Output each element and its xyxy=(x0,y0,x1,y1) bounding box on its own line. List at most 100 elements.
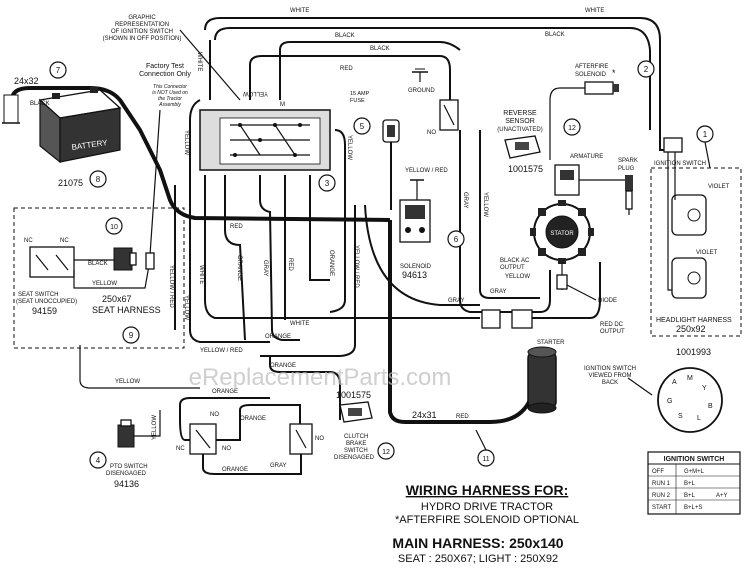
lbl-red-cable: RED xyxy=(456,414,469,420)
callout-7-num: 7 xyxy=(56,66,61,75)
pin-m: M xyxy=(687,375,693,382)
battery-part-number: 21075 xyxy=(58,178,83,188)
headlight-harness-label: HEADLIGHT HARNESS xyxy=(656,317,732,324)
lbl-orange-b3: ORANGE xyxy=(222,467,248,473)
ign-row0-pos: OFF xyxy=(652,469,664,475)
callout-6 xyxy=(447,230,465,248)
title-heading: WIRING HARNESS FOR: xyxy=(406,482,569,498)
lbl-white-1: WHITE xyxy=(196,52,202,71)
factory-test-l2: Connection Only xyxy=(139,71,191,78)
callout-9 xyxy=(122,326,140,344)
reverse-part: 1001575 xyxy=(508,164,543,174)
lbl-gray-4: GRAY xyxy=(490,289,507,295)
callout-12b-num: 12 xyxy=(382,449,390,456)
diode-body xyxy=(556,274,568,290)
callout-11 xyxy=(475,429,495,467)
ign-row3-conn: B+L+S xyxy=(684,505,702,511)
pto-switch xyxy=(117,419,135,448)
pin-s: S xyxy=(678,413,683,420)
title-line1: HYDRO DRIVE TRACTOR xyxy=(421,501,553,513)
lbl-gray-3: GRAY xyxy=(448,298,465,304)
relay-no-label: NO xyxy=(427,130,436,136)
lbl-orange-b5: ORANGE xyxy=(265,334,291,340)
pin-g: G xyxy=(667,398,672,405)
lbl-yellow-seat: YELLOW xyxy=(92,281,117,287)
pto-l2: DISENGAGED xyxy=(106,471,147,477)
reverse-l3: (UNACTIVATED) xyxy=(497,127,542,133)
ign-view-l1: IGNITION SWITCH xyxy=(584,366,636,372)
solenoid-part: 94613 xyxy=(402,270,427,280)
seat-connector xyxy=(113,247,137,271)
ign-top-yellow: YELLOW xyxy=(243,90,268,96)
stator-label: STATOR xyxy=(550,231,574,237)
orange-wire-1 xyxy=(259,175,300,341)
headlight-upper xyxy=(671,194,707,236)
black-wire-top xyxy=(214,27,651,51)
ign-label-m: M xyxy=(280,102,285,108)
lbl-gray-2: GRAY xyxy=(462,192,468,209)
title-sub: SEAT : 250X67; LIGHT : 250X92 xyxy=(398,553,558,565)
fuse-l1: 15 AMP xyxy=(350,91,370,97)
graphic-rep-l1: GRAPHIC xyxy=(128,15,156,21)
reverse-sensor xyxy=(504,135,541,159)
lbl-orange-1: ORANGE xyxy=(236,255,242,281)
black-ac-l2: OUTPUT xyxy=(500,265,525,271)
ign-row2-pos: RUN 2 xyxy=(652,493,671,499)
callout-1-num: 1 xyxy=(703,130,708,139)
factory-connector xyxy=(145,252,155,270)
watermark: eReplacementParts.com xyxy=(189,364,452,391)
lbl-yellow-2: YELLOW xyxy=(346,135,352,160)
seat-harness-label: SEAT HARNESS xyxy=(92,305,161,315)
lbl-white-top: WHITE xyxy=(290,8,309,14)
headlight-connector xyxy=(663,137,683,153)
starter-solenoid xyxy=(399,199,431,243)
armature-label: ARMATURE xyxy=(570,154,603,160)
callout-3-num: 3 xyxy=(325,179,330,188)
factory-note-l1: This Connector xyxy=(153,84,187,90)
harness-connector-2 xyxy=(511,309,533,329)
lbl-white-3: WHITE xyxy=(290,321,309,327)
bottom-switch-right xyxy=(289,423,313,455)
sw-nc-1: NC xyxy=(176,446,185,452)
orange-wire-bottom-2 xyxy=(216,404,301,441)
ign-row2-conn: B+L xyxy=(684,493,696,499)
callout-7 xyxy=(49,61,67,79)
seat-switch-l1: SEAT SWITCH xyxy=(18,292,58,298)
red-wire-mid xyxy=(309,175,330,281)
callout-5 xyxy=(353,117,371,135)
lbl-white-top-r: WHITE xyxy=(585,8,604,14)
gray-wire-2 xyxy=(364,204,480,306)
starter-motor xyxy=(527,346,557,414)
ign-row1-conn: B+L xyxy=(684,481,696,487)
ign-part: 1001993 xyxy=(676,347,711,357)
lbl-gray-b: GRAY xyxy=(270,463,287,469)
yellow-wire-bottom xyxy=(79,345,200,389)
yellow-wire-left xyxy=(189,99,270,343)
pin-l: L xyxy=(697,415,701,422)
lbl-yellow-red-b: YELLOW / RED xyxy=(200,348,243,354)
ign-harness-caption: IGNITION SWITCH xyxy=(654,161,706,167)
lbl-yellow-4: YELLOW xyxy=(482,192,488,217)
solenoid-label: SOLENOID xyxy=(400,264,432,270)
lbl-yellow-red-3: YELLOW / RED xyxy=(405,168,448,174)
pto-wire xyxy=(134,410,161,437)
callout-6-num: 6 xyxy=(454,235,459,244)
afterfire-l2: SOLENOID xyxy=(575,72,607,78)
violet-2: VIOLET xyxy=(696,250,718,256)
ign-view-l3: BACK xyxy=(602,380,618,386)
lbl-orange-2: ORANGE xyxy=(328,250,334,276)
cable-size-label: 24x31 xyxy=(412,410,437,420)
clutch-l2: BRAKE xyxy=(346,441,366,447)
callout-1 xyxy=(696,125,714,169)
pin-b: B xyxy=(708,403,713,410)
seat-harness-size: 250x67 xyxy=(102,294,132,304)
lbl-black-top: BLACK xyxy=(335,33,355,39)
seat-harness-boundary xyxy=(13,207,185,349)
lbl-black-top-r: BLACK xyxy=(545,32,565,38)
lbl-orange-b1: ORANGE xyxy=(212,389,238,395)
factory-note-l2: is NOT Used on xyxy=(152,90,188,96)
callout-12b xyxy=(377,442,395,460)
sw-no-1: NO xyxy=(210,412,219,418)
seat-black-wire xyxy=(74,248,121,261)
